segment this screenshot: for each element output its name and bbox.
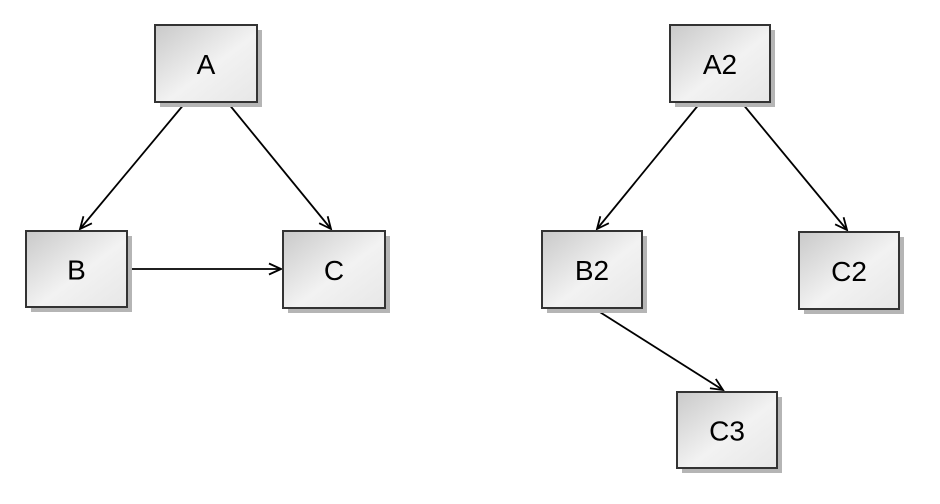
node-box[interactable] bbox=[25, 230, 128, 308]
node-label: C bbox=[324, 255, 344, 286]
node-box[interactable] bbox=[541, 230, 643, 309]
node-C2[interactable]: C2 bbox=[798, 231, 904, 314]
edge-A-B[interactable] bbox=[80, 102, 186, 229]
edge-A-C[interactable] bbox=[227, 102, 331, 229]
node-box[interactable] bbox=[798, 231, 900, 310]
node-label: A2 bbox=[703, 49, 737, 80]
node-box[interactable] bbox=[282, 230, 386, 309]
node-box[interactable] bbox=[676, 391, 778, 469]
node-C[interactable]: C bbox=[282, 230, 390, 313]
node-box[interactable] bbox=[154, 24, 258, 103]
node-A[interactable]: A bbox=[154, 24, 262, 107]
node-label: A bbox=[197, 49, 216, 80]
node-label: B2 bbox=[575, 255, 609, 286]
edge-B2-C3[interactable] bbox=[594, 308, 723, 390]
edge-A2-C2[interactable] bbox=[741, 102, 847, 230]
node-B[interactable]: B bbox=[25, 230, 132, 312]
edge-A2-B2[interactable] bbox=[597, 102, 701, 229]
node-B2[interactable]: B2 bbox=[541, 230, 647, 313]
node-A2[interactable]: A2 bbox=[669, 24, 775, 107]
node-C3[interactable]: C3 bbox=[676, 391, 782, 473]
node-label: C3 bbox=[709, 416, 745, 447]
node-label: B bbox=[67, 255, 86, 286]
node-box[interactable] bbox=[669, 24, 771, 103]
node-label: C2 bbox=[831, 256, 867, 287]
